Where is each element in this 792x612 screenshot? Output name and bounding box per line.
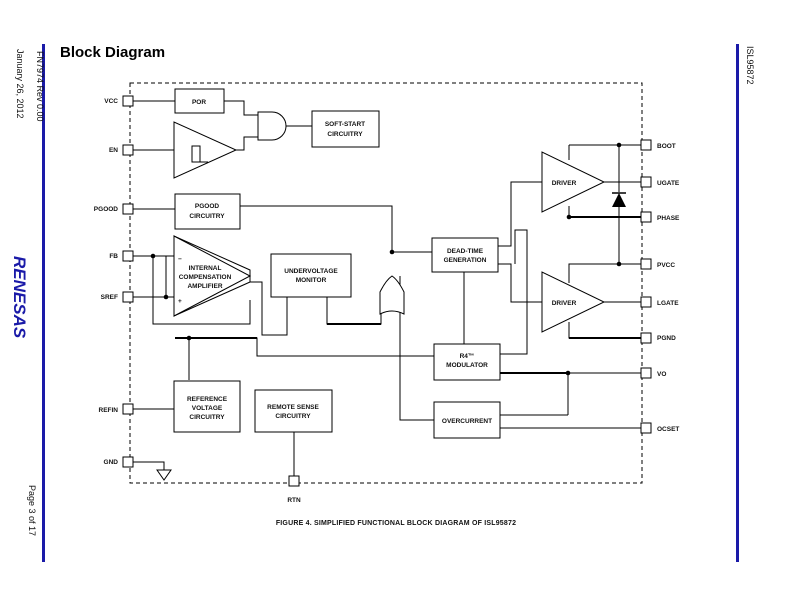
pin-en: EN	[109, 147, 118, 154]
block-label: PGOOD	[195, 203, 220, 210]
pin-vo: VO	[657, 371, 666, 378]
pin-box	[288, 475, 300, 487]
section-title: Block Diagram	[60, 44, 166, 61]
pin-box	[122, 250, 134, 262]
reference-block	[173, 380, 241, 433]
block-label: CIRCUITRY	[189, 213, 225, 220]
pin-box	[640, 422, 652, 434]
ground-icon	[156, 469, 172, 481]
or-gate-icon	[379, 275, 405, 315]
block-label: MODULATOR	[446, 362, 488, 369]
block-label: +	[178, 298, 182, 305]
comparator-icon	[173, 121, 238, 179]
block-label: AMPLIFIER	[187, 283, 222, 290]
pin-box	[122, 291, 134, 303]
block-label: R4™	[460, 353, 475, 360]
soft-start-block	[311, 110, 380, 148]
pin-box	[122, 456, 134, 468]
pin-sref: SREF	[101, 294, 118, 301]
pin-rtn: RTN	[287, 497, 301, 504]
modulator-block	[433, 343, 501, 381]
renesas-logo: RENESAS	[10, 256, 29, 339]
and-gate-icon	[257, 111, 287, 141]
block-label: DEAD-TIME	[447, 248, 484, 255]
pgood-block	[174, 193, 241, 230]
block-label: SOFT-START	[325, 121, 365, 128]
block-label: DRIVER	[552, 300, 577, 307]
pin-box	[122, 144, 134, 156]
pin-box	[640, 258, 652, 270]
pin-box	[640, 139, 652, 151]
block-label: CIRCUITRY	[327, 131, 363, 138]
dead-time-block	[431, 237, 499, 273]
pin-lgate: LGATE	[657, 300, 679, 307]
block-label: CIRCUITRY	[275, 413, 311, 420]
pin-boot: BOOT	[657, 143, 676, 150]
pin-box	[640, 211, 652, 223]
right-margin-bar	[736, 44, 739, 562]
pin-ocset: OCSET	[657, 426, 679, 433]
pin-box	[640, 176, 652, 188]
pin-box	[640, 332, 652, 344]
block-label: REFERENCE	[187, 396, 228, 403]
block-label: VOLTAGE	[192, 405, 223, 412]
pin-box	[640, 296, 652, 308]
pin-vcc: VCC	[104, 98, 118, 105]
chip-boundary	[129, 82, 643, 484]
diode-icon	[612, 192, 626, 207]
pin-phase: PHASE	[657, 215, 680, 222]
block-label: UNDERVOLTAGE	[284, 268, 338, 275]
pin-gnd: GND	[104, 459, 119, 466]
pin-box	[122, 203, 134, 215]
pin-box	[122, 403, 134, 415]
pin-fb: FB	[109, 253, 118, 260]
block-label: CIRCUITRY	[189, 414, 225, 421]
block-label: MONITOR	[296, 277, 327, 284]
remote-sense-block	[254, 389, 333, 433]
block-label: GENERATION	[444, 257, 487, 264]
left-margin-bar	[42, 44, 45, 562]
logo-text: RENESAS	[10, 256, 29, 339]
pin-box	[122, 95, 134, 107]
block-label: REMOTE SENSE	[267, 404, 319, 411]
pin-pgood: PGOOD	[94, 206, 119, 213]
block-label: −	[178, 256, 182, 263]
pin-refin: REFIN	[99, 407, 119, 414]
pin-ugate: UGATE	[657, 180, 680, 187]
block-label: COMPENSATION	[179, 274, 232, 281]
pin-pvcc: PVCC	[657, 262, 675, 269]
block-label: OVERCURRENT	[442, 418, 492, 425]
block-label: INTERNAL	[189, 265, 222, 272]
pin-pgnd: PGND	[657, 335, 676, 342]
pin-box	[640, 367, 652, 379]
driver-low-icon	[541, 271, 606, 333]
por-block	[174, 88, 225, 114]
undervoltage-block	[270, 253, 352, 298]
por-label: POR	[192, 99, 206, 106]
driver-high-icon	[541, 151, 606, 213]
block-label: DRIVER	[552, 180, 577, 187]
figure-caption: FIGURE 4. SIMPLIFIED FUNCTIONAL BLOCK DI…	[275, 520, 517, 527]
overcurrent-block	[433, 401, 501, 439]
